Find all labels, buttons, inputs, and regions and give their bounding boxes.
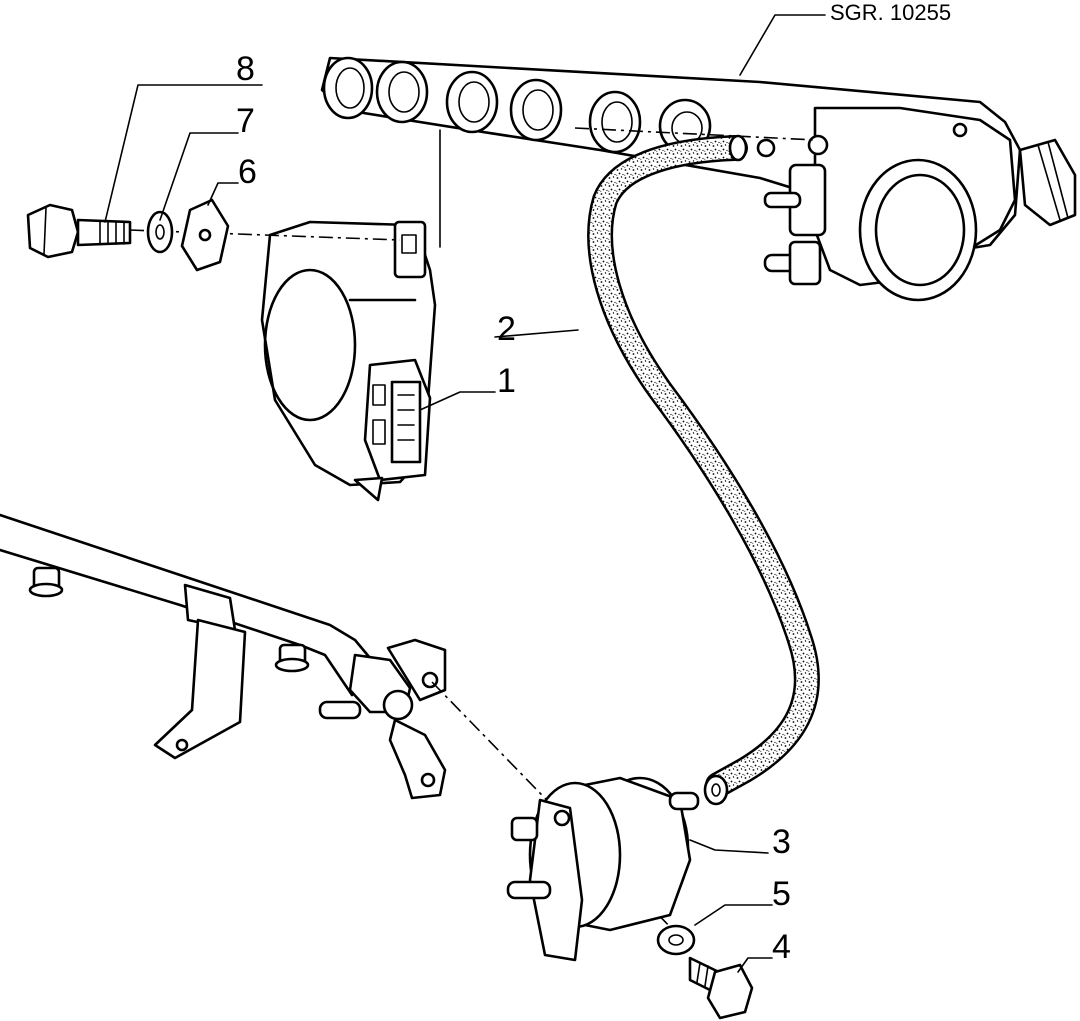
callout-3: 3 (772, 823, 791, 861)
callout-1: 1 (497, 362, 516, 400)
screw (26, 203, 132, 259)
callout-5: 5 (772, 875, 791, 913)
throttle-body (756, 106, 1077, 302)
regulator-washer (656, 924, 696, 956)
mounting-plate (180, 198, 230, 272)
drawing-reference: SGR. 10255 (830, 0, 951, 25)
fuel-rail (0, 513, 447, 800)
callout-6: 6 (238, 153, 257, 191)
callout-2: 2 (497, 310, 516, 348)
intake-manifold (320, 56, 1077, 302)
manifold-ports (322, 56, 712, 154)
regulator-screw (688, 956, 754, 1020)
leader-lines (104, 14, 826, 973)
callout-4: 4 (772, 928, 791, 966)
fuel-pressure-regulator (506, 776, 700, 962)
washer (146, 210, 174, 254)
callout-7: 7 (236, 102, 255, 140)
throttle-position-sensor (260, 220, 437, 502)
vacuum-hose (587, 134, 820, 806)
callout-8: 8 (236, 50, 255, 88)
